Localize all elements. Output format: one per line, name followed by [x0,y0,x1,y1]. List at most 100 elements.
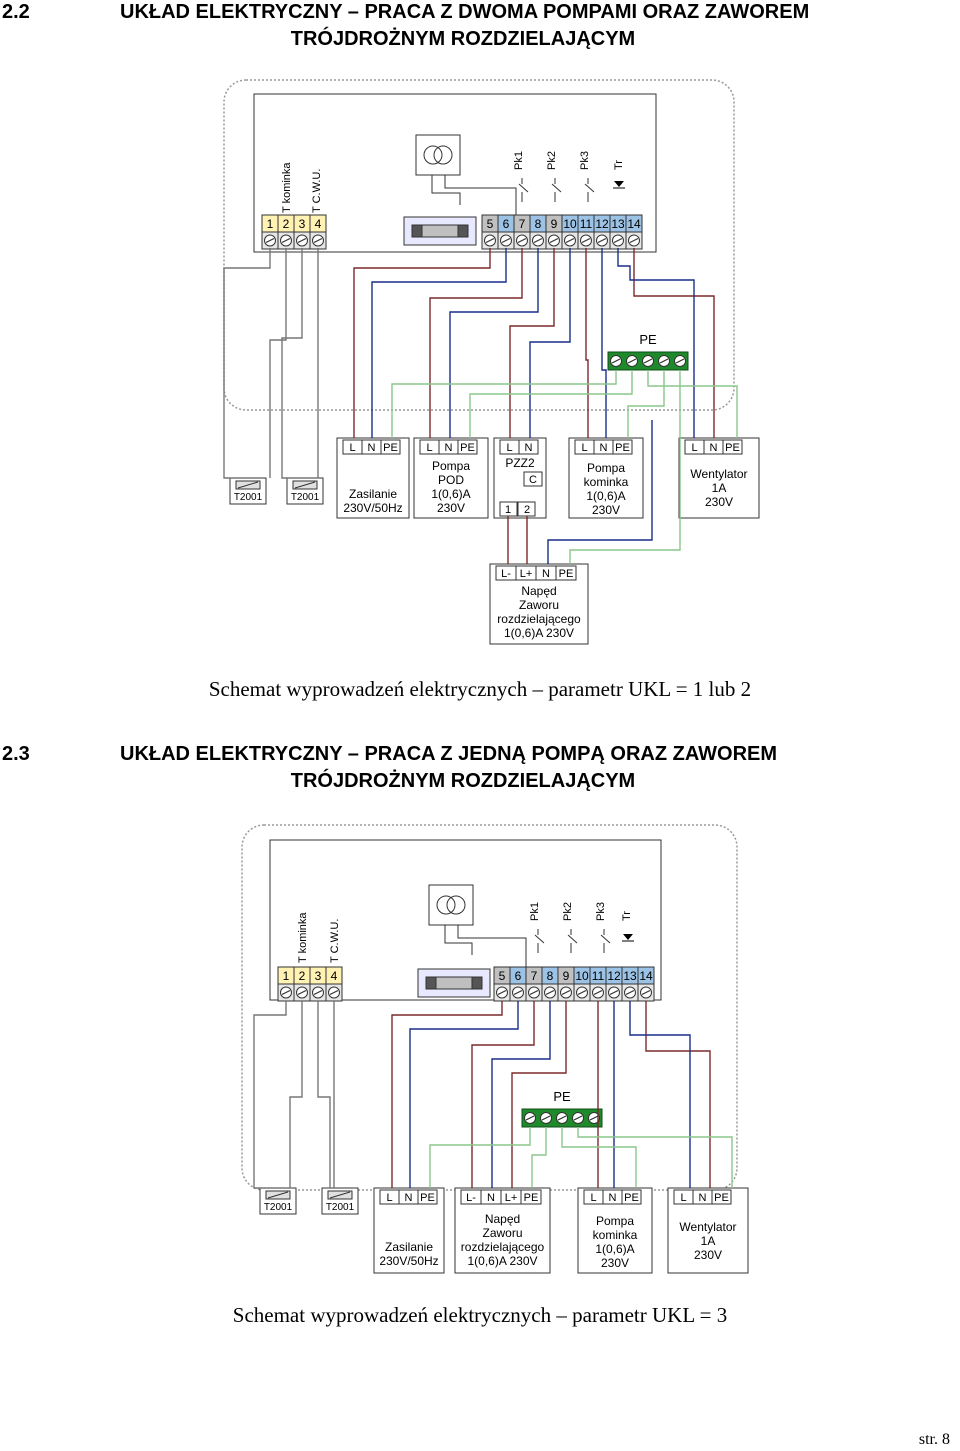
transformer-icon [415,134,461,176]
device-label: PZZ2 [505,456,535,470]
triac-icon [622,934,634,942]
device-terminal [621,1189,642,1205]
section-title-line1: UKŁAD ELEKTRYCZNY – PRACA Z DWOMA POMPAM… [120,1,810,23]
relay-label: Tr [613,160,625,170]
device-terminal [555,565,577,581]
sensor-input-label: T kominka [297,912,309,963]
device-terminal-label: L [506,442,512,454]
temperature-sensor: T2001 [321,1187,359,1215]
wire [509,248,555,438]
pe-label: PE [639,332,657,347]
sensor-input-label: T kominka [281,162,293,213]
terminal-number: 8 [547,969,554,983]
screw-slot [529,989,539,996]
device-terminal-label: N [487,1192,495,1204]
device-label: 230V [601,1256,629,1270]
wire [647,370,738,438]
screw-slot [613,237,623,244]
screw-slot [517,237,527,244]
screw-slot [573,1115,583,1121]
device-label: Pompa [587,461,625,475]
device-label: Pompa [432,459,470,473]
wire [281,248,303,479]
device-label: Wentylator [679,1220,736,1234]
wire [353,248,491,438]
terminal-number: 6 [503,217,510,231]
device-label: kominka [593,1228,638,1242]
sensor-thermistor-line [237,481,259,489]
screw-slot [265,237,275,244]
device-terminal-label: L [691,442,697,454]
device-terminal-label: N [445,442,453,454]
device-terminal-label: L [426,442,432,454]
transformer-coil [436,895,456,915]
device-terminal-label: L- [466,1192,476,1204]
relay-switch [567,934,578,944]
terminal-number: 9 [563,969,570,983]
transformer-coil [433,145,453,165]
screw-slot [675,358,685,364]
screw-slot [297,989,307,996]
device-label: Pompa [596,1214,634,1228]
screw-slot [641,989,651,996]
temperature-sensor: T2001 [259,1187,297,1215]
wire [561,1127,637,1188]
device-terminal-label: PE [714,1192,729,1204]
device-label: Wentylator [690,467,747,481]
device-label: 230V [437,501,465,515]
relay-label: Pk2 [546,151,558,170]
device-terminal-label: PE [460,442,475,454]
section-title-line2: TRÓJDROŻNYM ROZDZIELAJĄCYM [290,770,636,792]
relay-switch [518,183,529,193]
screw-slot [597,237,607,244]
screw-slot [549,237,559,244]
wire [391,370,617,438]
device-label: 1(0,6)A [431,487,470,501]
terminal-number: 4 [331,969,338,983]
screw-slot [313,989,323,996]
device-label: 1(0,6)A 230V [504,626,574,640]
transformer-coil [446,895,466,915]
terminal-number: 5 [499,969,506,983]
wire [289,1001,303,1188]
sensor-thermistor-line [329,1191,351,1199]
device-label: Zaworu [519,598,559,612]
diagram-caption: Schemat wyprowadzeń elektrycznych – para… [208,677,752,701]
device-terminal-label: N [368,442,376,454]
terminal-number: 11 [580,217,593,231]
device-terminal-label: N [710,442,718,454]
transformer-lead [457,925,527,967]
relay-label: Pk3 [595,902,607,921]
transformer-icon [428,884,474,926]
screw-slot [545,989,555,996]
device-terminal [380,439,401,455]
sensor-label: T2001 [291,492,320,503]
screw-slot [533,237,543,244]
pe-label: PE [553,1089,571,1104]
device-terminal [457,439,478,455]
terminal-number: 5 [487,217,494,231]
device-terminal-label: N [542,568,550,580]
device-terminal [518,439,539,455]
triac-icon [613,181,625,189]
device-terminal-label: L [581,442,587,454]
device-label: rozdzielającego [461,1240,545,1254]
page-number: str. 8 [918,1431,950,1448]
screw-slot [629,237,639,244]
relay-label: Tr [621,911,633,921]
device-terminal-label: L- [501,568,511,580]
wire [429,248,523,438]
relay-switch [551,183,562,193]
fuse-cap [471,976,483,990]
wire [317,1001,331,1188]
screw-slot [589,1115,599,1121]
screw-slot [611,358,621,364]
screw-slot [513,989,523,996]
device-terminal [711,1189,732,1205]
device-terminal-label: L [590,1192,596,1204]
device-terminal [417,1189,438,1205]
